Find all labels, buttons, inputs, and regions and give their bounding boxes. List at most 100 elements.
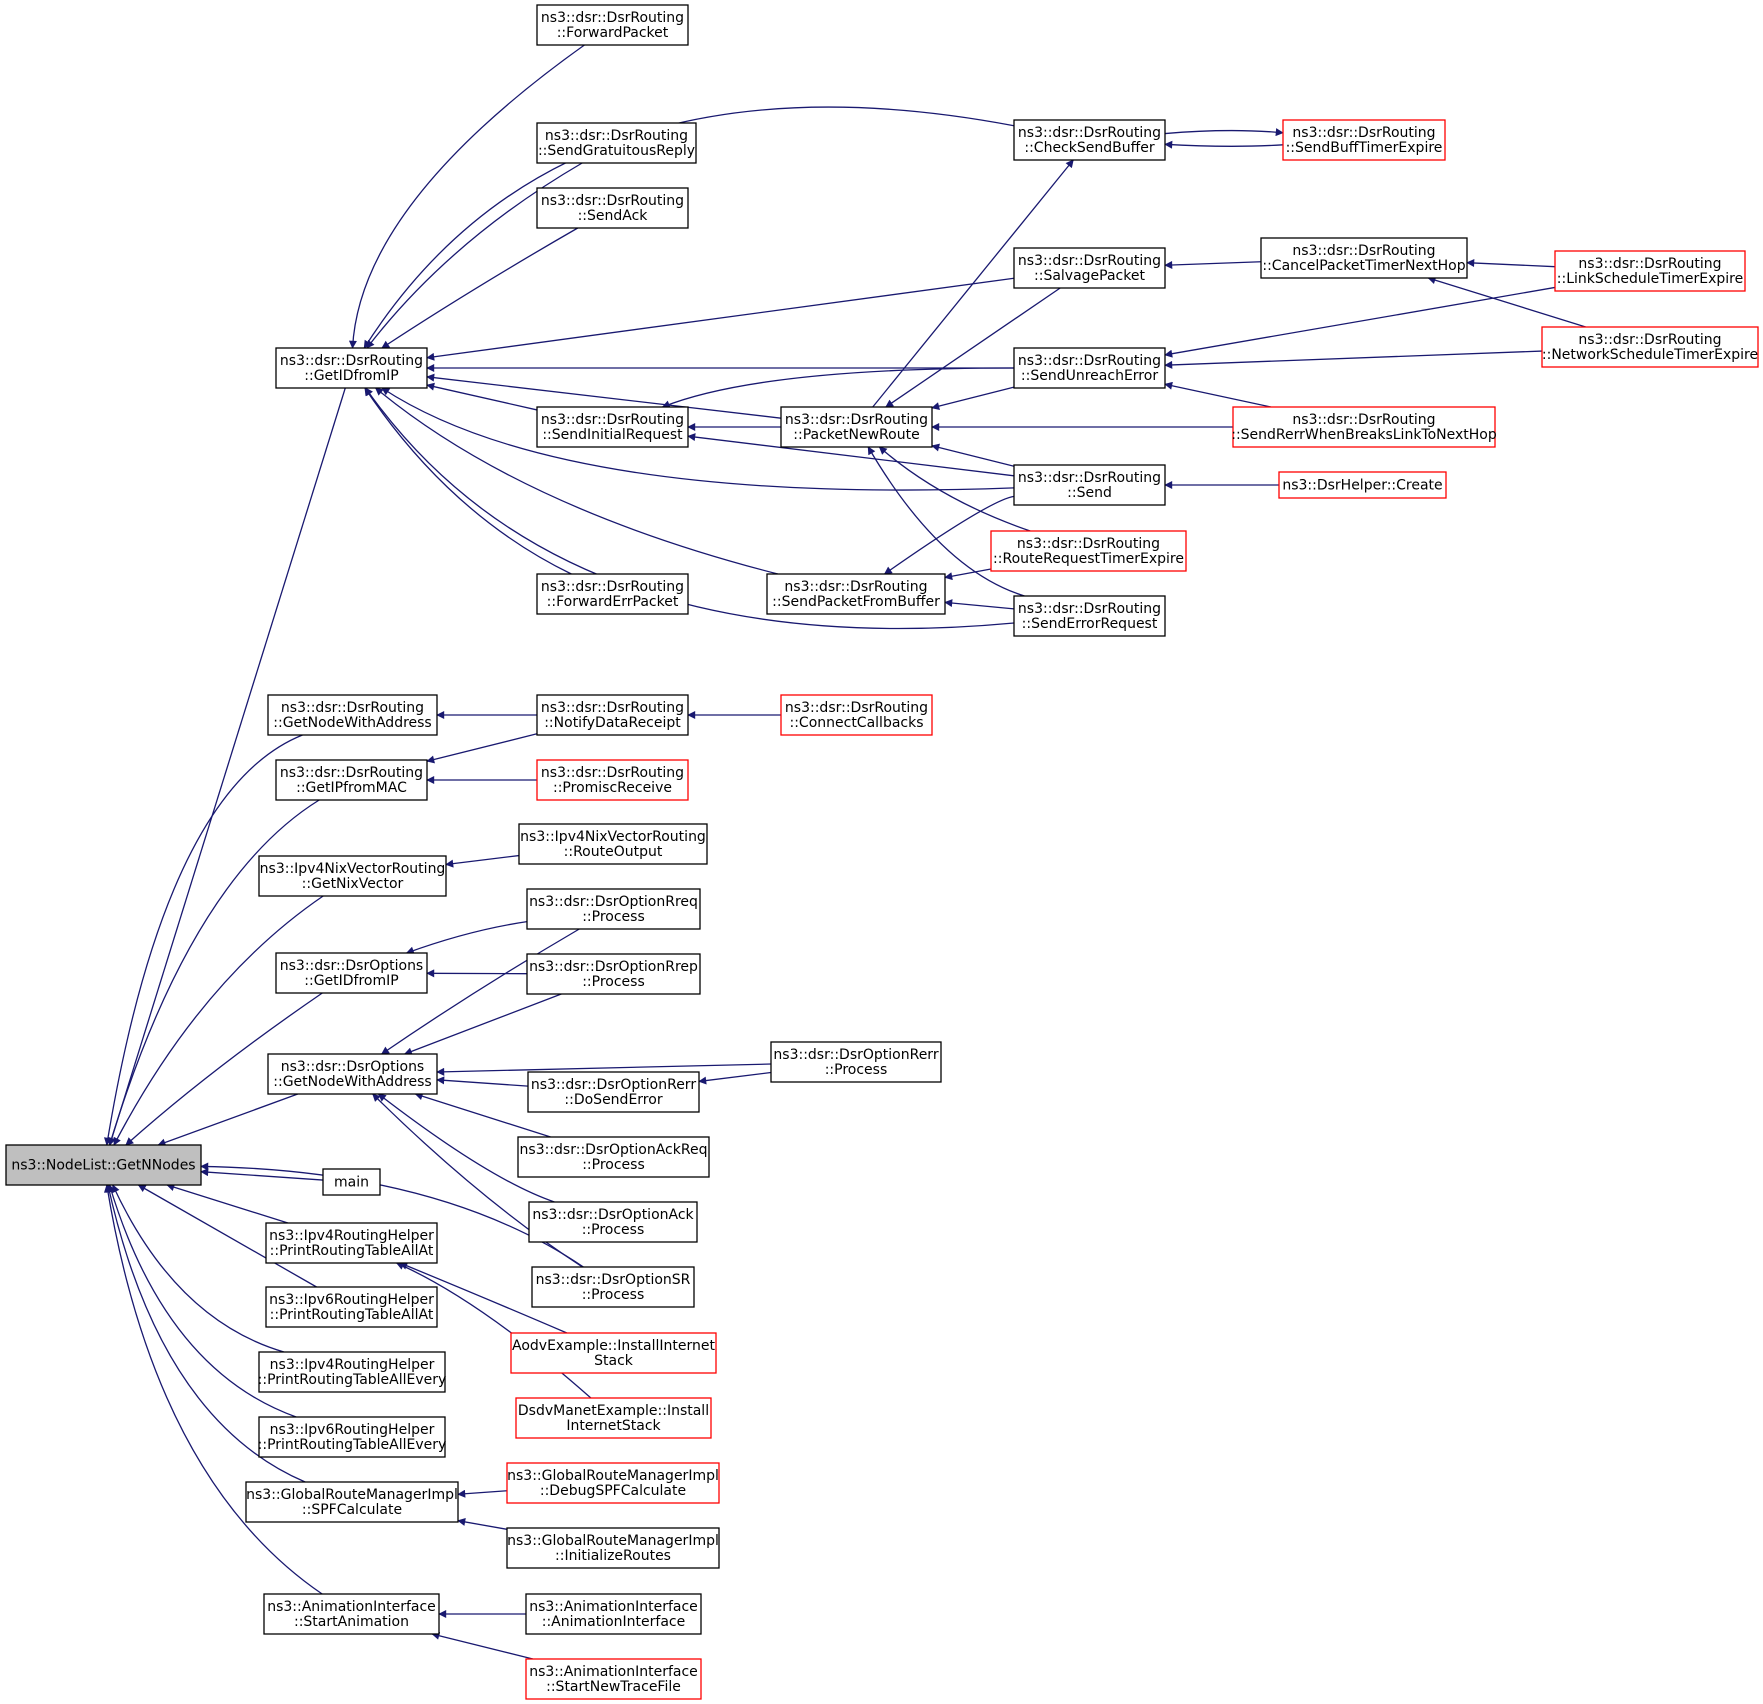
edge-line	[931, 386, 1015, 410]
node-label-line: ns3::dsr::DsrOptionAck	[532, 1207, 694, 1223]
node-main[interactable]: main	[322, 1168, 381, 1196]
edge-line	[372, 1093, 583, 1268]
node-salvagepacket[interactable]: ns3::dsr::DsrRouting::SalvagePacket	[1013, 247, 1166, 289]
node-ipv6printevery[interactable]: ns3::Ipv6RoutingHelper::PrintRoutingTabl…	[258, 1416, 447, 1458]
edge-line	[426, 277, 1015, 361]
node-srprocess[interactable]: ns3::dsr::DsrOptionSR::Process	[531, 1266, 695, 1308]
node-label-line: ::ConnectCallbacks	[789, 715, 923, 731]
edge-debugspfcalculate-to-spfcalculate	[457, 1489, 508, 1498]
node-promiscreceive[interactable]: ns3::dsr::DsrRouting::PromiscReceive	[536, 759, 689, 801]
node-initializeroutes[interactable]: ns3::GlobalRouteManagerImpl::InitializeR…	[506, 1527, 720, 1569]
edge-line	[878, 446, 1031, 532]
node-getnixvector[interactable]: ns3::Ipv4NixVectorRouting::GetNixVector	[258, 855, 447, 897]
node-getnnodes[interactable]: ns3::NodeList::GetNNodes	[5, 1144, 202, 1186]
node-getidfromip[interactable]: ns3::dsr::DsrRouting::GetIDfromIP	[275, 347, 428, 389]
node-label-line: ns3::GlobalRouteManagerImpl	[507, 1533, 719, 1549]
node-startnewtracefile[interactable]: ns3::AnimationInterface::StartNewTraceFi…	[525, 1658, 702, 1700]
node-box	[275, 952, 428, 994]
node-forwardpacket[interactable]: ns3::dsr::DsrRouting::ForwardPacket	[536, 4, 689, 46]
node-packetnewroute[interactable]: ns3::dsr::DsrRouting::PacketNewRoute	[780, 406, 933, 448]
node-ackprocess[interactable]: ns3::dsr::DsrOptionAck::Process	[528, 1201, 698, 1243]
node-rreqprocess[interactable]: ns3::dsr::DsrOptionRreq::Process	[526, 888, 701, 930]
node-sendunreacherror[interactable]: ns3::dsr::DsrRouting::SendUnreachError	[1013, 347, 1166, 389]
node-getipfrommac[interactable]: ns3::dsr::DsrRouting::GetIPfromMAC	[275, 759, 428, 801]
edge-sendbufftimerexpire-to-checksendbuffer	[1164, 140, 1284, 149]
node-ipv6printat[interactable]: ns3::Ipv6RoutingHelper::PrintRoutingTabl…	[265, 1286, 438, 1328]
node-startanimation[interactable]: ns3::AnimationInterface::StartAnimation	[263, 1593, 440, 1635]
node-checksendbuffer[interactable]: ns3::dsr::DsrRouting::CheckSendBuffer	[1013, 119, 1166, 161]
edge-line	[107, 1184, 297, 1418]
edge-rreqprocess-to-getidfromip_options	[405, 921, 528, 955]
edge-line	[1427, 276, 1586, 328]
node-routerequesttimerexpire[interactable]: ns3::dsr::DsrRouting::RouteRequestTimerE…	[990, 530, 1187, 572]
node-box	[267, 694, 438, 736]
node-label-line: ::PromiscReceive	[553, 780, 672, 796]
node-rerrprocess[interactable]: ns3::dsr::DsrOptionRerr::Process	[770, 1041, 942, 1083]
node-label-line: ns3::dsr::DsrRouting	[1578, 332, 1721, 348]
node-getnodewithaddress_routing[interactable]: ns3::dsr::DsrRouting::GetNodeWithAddress	[267, 694, 438, 736]
node-sendack[interactable]: ns3::dsr::DsrRouting::SendAck	[536, 187, 689, 229]
node-label-line: ns3::dsr::DsrRouting	[541, 700, 684, 716]
node-box	[1232, 406, 1496, 448]
edge-line	[457, 1517, 508, 1530]
node-rrepprocess[interactable]: ns3::dsr::DsrOptionRrep::Process	[526, 953, 701, 995]
edge-line	[872, 159, 1074, 408]
edge-line	[867, 446, 1025, 597]
node-connectcallbacks[interactable]: ns3::dsr::DsrRouting::ConnectCallbacks	[780, 694, 933, 736]
node-label-line: ::DebugSPFCalculate	[540, 1483, 686, 1499]
node-getnodewithaddress_options[interactable]: ns3::dsr::DsrOptions::GetNodeWithAddress	[267, 1053, 438, 1095]
node-rerrdosenderror[interactable]: ns3::dsr::DsrOptionRerr::DoSendError	[527, 1071, 700, 1113]
edge-salvagepacket-to-packetnewroute	[885, 287, 1061, 408]
node-label-line: ::StartNewTraceFile	[546, 1679, 681, 1695]
node-sendinitialrequest[interactable]: ns3::dsr::DsrRouting::SendInitialRequest	[536, 406, 689, 448]
edge-line	[157, 1093, 298, 1147]
node-label-line: DsdvManetExample::Install	[518, 1403, 709, 1419]
node-box	[1554, 250, 1746, 292]
edge-senderrorrequest-to-sendpacketfrombuffer	[944, 599, 1015, 610]
node-sendrerrwhenbreakslinktonexthop[interactable]: ns3::dsr::DsrRouting::SendRerrWhenBreaks…	[1231, 406, 1497, 448]
node-label-line: ns3::dsr::DsrOptions	[281, 1059, 424, 1075]
node-box	[1282, 119, 1446, 161]
node-networkscheduletimerexpire[interactable]: ns3::dsr::DsrRouting::NetworkScheduleTim…	[1541, 326, 1759, 368]
node-box	[506, 1462, 720, 1504]
node-dsrhelpercreate[interactable]: ns3::DsrHelper::Create	[1278, 471, 1447, 499]
node-notifydatareceipt[interactable]: ns3::dsr::DsrRouting::NotifyDataReceipt	[536, 694, 689, 736]
node-cancelpackettimernexthop[interactable]: ns3::dsr::DsrRouting::CancelPacketTimerN…	[1260, 237, 1468, 279]
edge-line	[399, 1262, 568, 1334]
node-box	[510, 1332, 717, 1374]
node-label-line: ns3::dsr::DsrOptions	[280, 958, 423, 974]
edge-line	[885, 287, 1061, 408]
edge-getnixvector-to-getnnodes	[113, 895, 324, 1146]
node-sendpacketfrombuffer[interactable]: ns3::dsr::DsrRouting::SendPacketFromBuff…	[766, 573, 946, 615]
node-sendbufftimerexpire[interactable]: ns3::dsr::DsrRouting::SendBuffTimerExpir…	[1282, 119, 1446, 161]
node-sendgratuitousreply[interactable]: ns3::dsr::DsrRouting::SendGratuitousRepl…	[536, 122, 697, 164]
node-label-line: ns3::dsr::DsrRouting	[1018, 353, 1161, 369]
edge-main-to-getnnodes	[200, 1168, 324, 1181]
node-send[interactable]: ns3::dsr::DsrRouting::Send	[1013, 464, 1166, 506]
node-label-line: ::SalvagePacket	[1034, 268, 1145, 284]
node-debugspfcalculate[interactable]: ns3::GlobalRouteManagerImpl::DebugSPFCal…	[506, 1462, 720, 1504]
edge-spfcalculate-to-getnnodes	[105, 1184, 306, 1483]
node-routeoutput[interactable]: ns3::Ipv4NixVectorRouting::RouteOutput	[518, 823, 708, 865]
node-ackreqprocess[interactable]: ns3::dsr::DsrOptionAckReq::Process	[517, 1136, 710, 1178]
edge-routerequesttimerexpire-to-sendpacketfrombuffer	[944, 568, 992, 581]
node-box	[258, 1351, 446, 1393]
node-forwarderrpacket[interactable]: ns3::dsr::DsrRouting::ForwardErrPacket	[536, 573, 689, 615]
node-ipv4printevery[interactable]: ns3::Ipv4RoutingHelper::PrintRoutingTabl…	[258, 1351, 447, 1393]
node-label-line: ns3::dsr::DsrRouting	[785, 700, 928, 716]
node-spfcalculate[interactable]: ns3::GlobalRouteManagerImpl::SPFCalculat…	[245, 1481, 459, 1523]
edge-line	[405, 921, 528, 955]
node-getidfromip_options[interactable]: ns3::dsr::DsrOptions::GetIDfromIP	[275, 952, 428, 994]
node-label-line: ::GetIDfromIP	[304, 368, 398, 384]
node-senderrorrequest[interactable]: ns3::dsr::DsrRouting::SendErrorRequest	[1013, 595, 1166, 637]
node-label-line: ::AnimationInterface	[542, 1614, 686, 1630]
node-label-line: ns3::dsr::DsrRouting	[1018, 253, 1161, 269]
edge-sendpacketfrombuffer-to-getidfromip	[374, 387, 779, 575]
node-label-line: ns3::NodeList::GetNNodes	[11, 1158, 195, 1174]
node-ipv4printat[interactable]: ns3::Ipv4RoutingHelper::PrintRoutingTabl…	[265, 1222, 438, 1264]
node-animationinterface[interactable]: ns3::AnimationInterface::AnimationInterf…	[525, 1593, 702, 1635]
node-label-line: ::ForwardErrPacket	[547, 594, 679, 610]
node-linkscheduletimerexpire[interactable]: ns3::dsr::DsrRouting::LinkScheduleTimerE…	[1554, 250, 1746, 292]
